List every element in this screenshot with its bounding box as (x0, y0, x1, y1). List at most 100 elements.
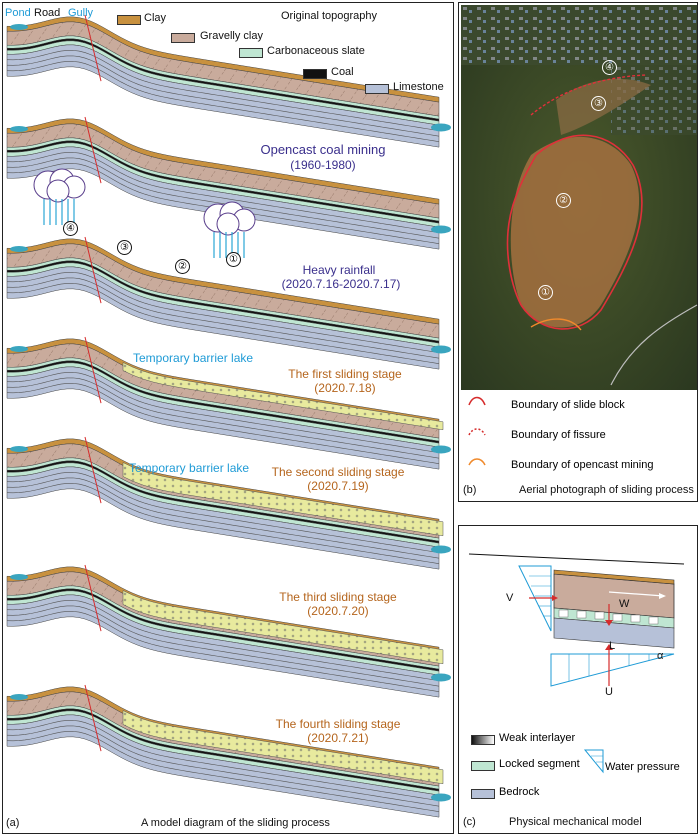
panel-b-caption: Aerial photograph of sliding process (519, 484, 694, 496)
stage-4-title: The second sliding stage (271, 465, 405, 479)
aerial-marker-2: ② (556, 193, 571, 208)
legend-slide-block-line (468, 396, 486, 406)
legend-locked-segment: Locked segment (499, 758, 580, 770)
slide-debris (122, 462, 444, 537)
panel-c-caption: Physical mechanical model (509, 816, 642, 828)
limestone-bedding-line (6, 272, 440, 353)
fault-line (84, 336, 102, 404)
legend-fissure-line (468, 428, 486, 436)
marker-3: ③ (117, 240, 132, 255)
cross-sections-svg (6, 14, 451, 818)
cross-section-1 (6, 116, 451, 250)
aerial-marker-1: ① (538, 285, 553, 300)
legend-opencast: Boundary of opencast mining (511, 459, 654, 471)
legend-gravelly-clay: Gravelly clay (200, 30, 263, 42)
stage-3-date: (2020.7.18) (314, 381, 376, 395)
limestone-bedding-line (6, 483, 440, 564)
legend-coal: Coal (331, 66, 354, 78)
river-shape (431, 345, 451, 354)
pond-shape (10, 574, 28, 581)
river-shape (431, 793, 451, 802)
marker-4: ④ (63, 221, 78, 236)
limestone-bedding-line (6, 152, 440, 233)
legend-clay-swatch (117, 15, 141, 25)
landslide-scar (510, 136, 640, 328)
legend-slide-block: Boundary of slide block (511, 399, 625, 411)
aerial-legend-svg (468, 396, 486, 466)
legend-carbonaceous-slate-swatch (239, 48, 263, 58)
limestone-bedding-line (6, 372, 440, 453)
stage-6-date: (2020.7.21) (307, 731, 369, 745)
river-shape (431, 673, 451, 682)
cross-section-4 (6, 436, 451, 570)
stage-5-date: (2020.7.20) (307, 604, 369, 618)
stage-2-title: Heavy rainfall (302, 263, 376, 277)
stage-3-title: The first sliding stage (288, 367, 402, 381)
legend-weak-interlayer-swatch (471, 735, 495, 745)
aerial-marker-4: ④ (602, 60, 617, 75)
stage-1-title: Opencast coal mining (260, 142, 386, 157)
legend-water-pressure-icon (583, 749, 604, 774)
pond-shape (10, 246, 28, 253)
stage-3-lake: Temporary barrier lake (133, 351, 254, 365)
opencast-boundary (530, 318, 582, 331)
stage-4-lake: Temporary barrier lake (129, 461, 250, 475)
panel-a-sliding-model: Pond Road Gully Clay Gravelly clay Carbo… (2, 2, 454, 834)
panel-b-label: (b) (463, 484, 477, 496)
rain-cloud-1 (33, 168, 86, 225)
limestone-bedding-line (6, 720, 440, 801)
legend-limestone-swatch (365, 84, 389, 94)
symbol-w: W (619, 598, 630, 610)
marker-2: ② (175, 259, 190, 274)
road-line (610, 304, 698, 386)
symbol-alpha: α (657, 650, 664, 662)
legend-limestone: Limestone (393, 81, 444, 93)
aerial-marker-3: ③ (591, 96, 606, 111)
stage-0-title: Original topography (281, 10, 378, 22)
aerial-photo-svg (461, 5, 698, 390)
limestone-bedding-line (6, 611, 440, 692)
limestone-bedding-line (6, 157, 440, 239)
panel-a-caption: A model diagram of the sliding process (141, 817, 330, 829)
model-clay-top (553, 569, 675, 585)
limestone-bedding-line (6, 277, 440, 359)
pond-shape (10, 24, 28, 31)
panel-c-mechanical-model: V W L α U Weak interlayer Locked segment… (458, 525, 698, 834)
legend-gully: Gully (68, 7, 94, 19)
cross-section-0 (6, 14, 451, 148)
rain-cloud-2 (203, 201, 256, 258)
symbol-u: U (605, 686, 613, 698)
limestone-bedding-line (6, 377, 440, 459)
stage-2-date: (2020.7.16-2020.7.17) (281, 277, 401, 291)
symbol-v: V (506, 592, 514, 604)
limestone-bedding-line (6, 472, 440, 553)
slide-debris (122, 362, 444, 431)
legend-pond: Pond (5, 7, 31, 19)
village-area-top (461, 5, 697, 65)
river-shape (431, 545, 451, 554)
symbol-l: L (609, 640, 616, 652)
limestone-bedding-line (6, 600, 440, 681)
fault-line (84, 236, 102, 304)
legend-bedrock-swatch (471, 789, 495, 799)
panel-b-aerial-photo: ① ② ③ ④ Boundary of slide block Boundary… (458, 2, 698, 502)
cross-section-3 (6, 336, 451, 470)
legend-road: Road (34, 7, 61, 19)
limestone-bedding-line (6, 50, 440, 131)
legend-opencast-line (468, 458, 486, 466)
limestone-bedding-line (6, 61, 440, 142)
cross-section-5 (6, 564, 451, 698)
legend-bedrock: Bedrock (499, 786, 540, 798)
legend-coal-swatch (303, 69, 327, 79)
limestone-bedding-line (6, 283, 440, 364)
legend-locked-segment-swatch (471, 761, 495, 771)
fault-line (84, 684, 102, 752)
limestone-bedding-line (6, 55, 440, 137)
fault-line (84, 14, 102, 82)
limestone-bedding-line (6, 725, 440, 807)
pond-shape (10, 446, 28, 453)
limestone-bedding-line (6, 731, 440, 812)
panel-c-label: (c) (463, 816, 476, 828)
stage-5-title: The third sliding stage (279, 590, 397, 604)
pond-shape (10, 694, 28, 701)
